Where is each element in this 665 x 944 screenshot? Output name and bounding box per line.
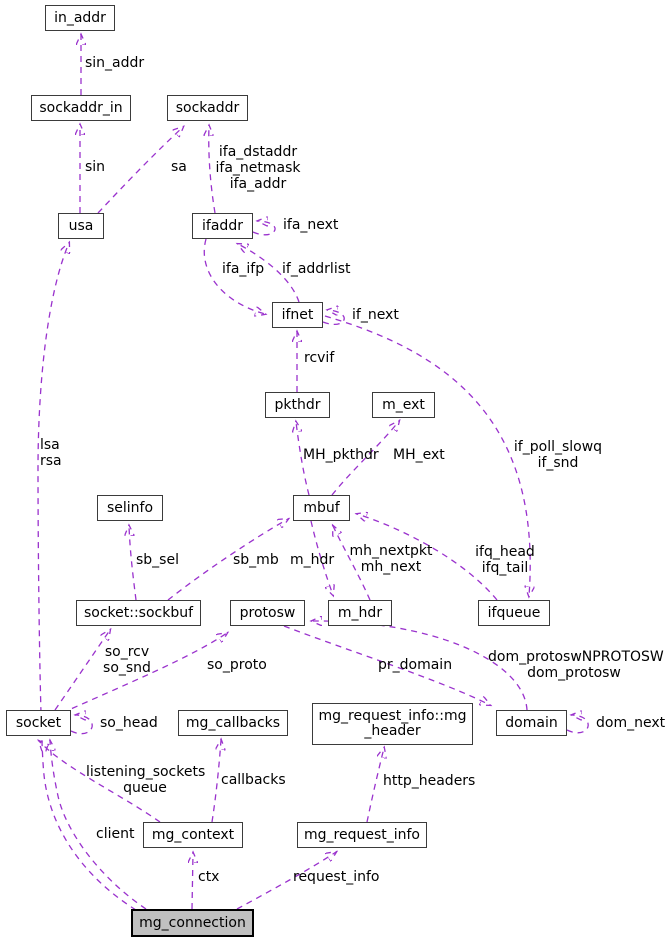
edge-ifa-addrs bbox=[209, 126, 215, 214]
edge-label-ifa-addrs: ifa_dstaddr ifa_netmask ifa_addr bbox=[215, 144, 301, 192]
edge-label-sa: sa bbox=[171, 159, 187, 175]
edge-label-ifa-next: ifa_next bbox=[283, 217, 339, 233]
node-ifaddr[interactable]: ifaddr bbox=[192, 213, 253, 239]
edge-label-mh-ext: MH_ext bbox=[393, 447, 445, 463]
edge-label-so-proto: so_proto bbox=[207, 657, 267, 673]
edge-callbacks bbox=[212, 740, 221, 823]
edge-sa bbox=[97, 127, 183, 214]
node-protosw[interactable]: protosw bbox=[230, 600, 305, 626]
edge-label-sin: sin bbox=[85, 159, 106, 175]
node-socket[interactable]: socket bbox=[6, 710, 71, 736]
edge-so-head bbox=[71, 715, 93, 735]
edge-sb-sel bbox=[129, 526, 136, 601]
edge-label-if-next: if_next bbox=[352, 307, 399, 323]
edge-label-client: client bbox=[96, 826, 135, 842]
edge-ctx bbox=[192, 853, 193, 910]
edge-label-m-hdr: m_hdr bbox=[290, 552, 335, 568]
edge-lsa-rsa bbox=[37, 243, 137, 911]
edge-label-sin-addr: sin_addr bbox=[85, 55, 145, 71]
edge-label-pr-domain: pr_domain bbox=[378, 657, 453, 673]
edge-m-hdr bbox=[310, 520, 333, 595]
edge-if-next bbox=[323, 310, 345, 325]
edge-ifq bbox=[357, 514, 498, 601]
node-pkthdr[interactable]: pkthdr bbox=[265, 392, 330, 418]
node-m-ext[interactable]: m_ext bbox=[372, 392, 435, 418]
node-mg-context[interactable]: mg_context bbox=[143, 822, 243, 848]
edge-label-sb-mb: sb_mb bbox=[233, 552, 279, 568]
edge-label-request-info: request_info bbox=[293, 869, 380, 885]
edge-label-sb-sel: sb_sel bbox=[136, 552, 179, 568]
node-mg-request-info-mg-header[interactable]: mg_request_info::mg _header bbox=[312, 703, 473, 745]
node-sockaddr[interactable]: sockaddr bbox=[167, 95, 248, 121]
node-mg-request-info[interactable]: mg_request_info bbox=[297, 822, 427, 848]
edge-label-callbacks: callbacks bbox=[221, 772, 286, 788]
edge-label-ctx: ctx bbox=[198, 869, 220, 885]
edge-label-dom-protosw: dom_protoswNPROTOSW dom_protosw bbox=[488, 649, 664, 681]
node-selinfo[interactable]: selinfo bbox=[97, 495, 163, 521]
node-domain[interactable]: domain bbox=[496, 710, 567, 736]
edge-label-mh-pkthdr: MH_pkthdr bbox=[303, 447, 379, 463]
node-ifqueue[interactable]: ifqueue bbox=[478, 600, 550, 626]
node-mg-callbacks[interactable]: mg_callbacks bbox=[178, 710, 288, 736]
edge-mh-ext bbox=[331, 421, 399, 496]
node-sockaddr-in[interactable]: sockaddr_in bbox=[31, 95, 131, 121]
edge-ifa-ifp bbox=[203, 238, 265, 314]
edge-label-rcvif: rcvif bbox=[304, 350, 335, 366]
edge-if-poll bbox=[324, 315, 530, 596]
edge-label-lsa-rsa: lsa rsa bbox=[40, 437, 62, 469]
edge-label-dom-next: dom_next bbox=[596, 715, 665, 731]
edge-label-mh-next: mh_nextpkt mh_next bbox=[349, 543, 433, 575]
edge-label-if-addrlist: if_addrlist bbox=[282, 261, 351, 277]
edge-label-listening-sockets: listening_sockets queue bbox=[86, 764, 206, 796]
node-socket-sockbuf[interactable]: socket::sockbuf bbox=[76, 600, 201, 626]
edge-http-headers bbox=[366, 748, 384, 823]
edge-ifa-next bbox=[253, 221, 276, 236]
edge-so-proto bbox=[61, 633, 227, 714]
edge-if-addrlist bbox=[238, 244, 300, 303]
edge-mh-pkthdr bbox=[296, 422, 310, 496]
node-ifnet[interactable]: ifnet bbox=[272, 302, 323, 328]
edge-request-info bbox=[236, 852, 336, 910]
edge-pr-domain bbox=[283, 625, 490, 705]
edge-label-if-poll: if_poll_slowq if_snd bbox=[513, 439, 603, 471]
edge-label-so-rcv: so_rcv so_snd bbox=[103, 644, 151, 676]
edge-dom-next bbox=[567, 715, 589, 734]
edge-so-rcv bbox=[54, 630, 110, 711]
node-usa[interactable]: usa bbox=[58, 213, 104, 239]
edge-client bbox=[50, 741, 147, 910]
node-mbuf[interactable]: mbuf bbox=[293, 495, 350, 521]
edge-label-ifq: ifq_head ifq_tail bbox=[475, 544, 535, 576]
edge-label-so-head: so_head bbox=[100, 715, 158, 731]
edge-label-http-headers: http_headers bbox=[383, 773, 476, 789]
edge-label-ifa-ifp: ifa_ifp bbox=[222, 261, 265, 277]
node-m-hdr[interactable]: m_hdr bbox=[328, 600, 392, 626]
node-in-addr[interactable]: in_addr bbox=[45, 5, 115, 31]
node-mg-connection[interactable]: mg_connection bbox=[131, 909, 254, 937]
